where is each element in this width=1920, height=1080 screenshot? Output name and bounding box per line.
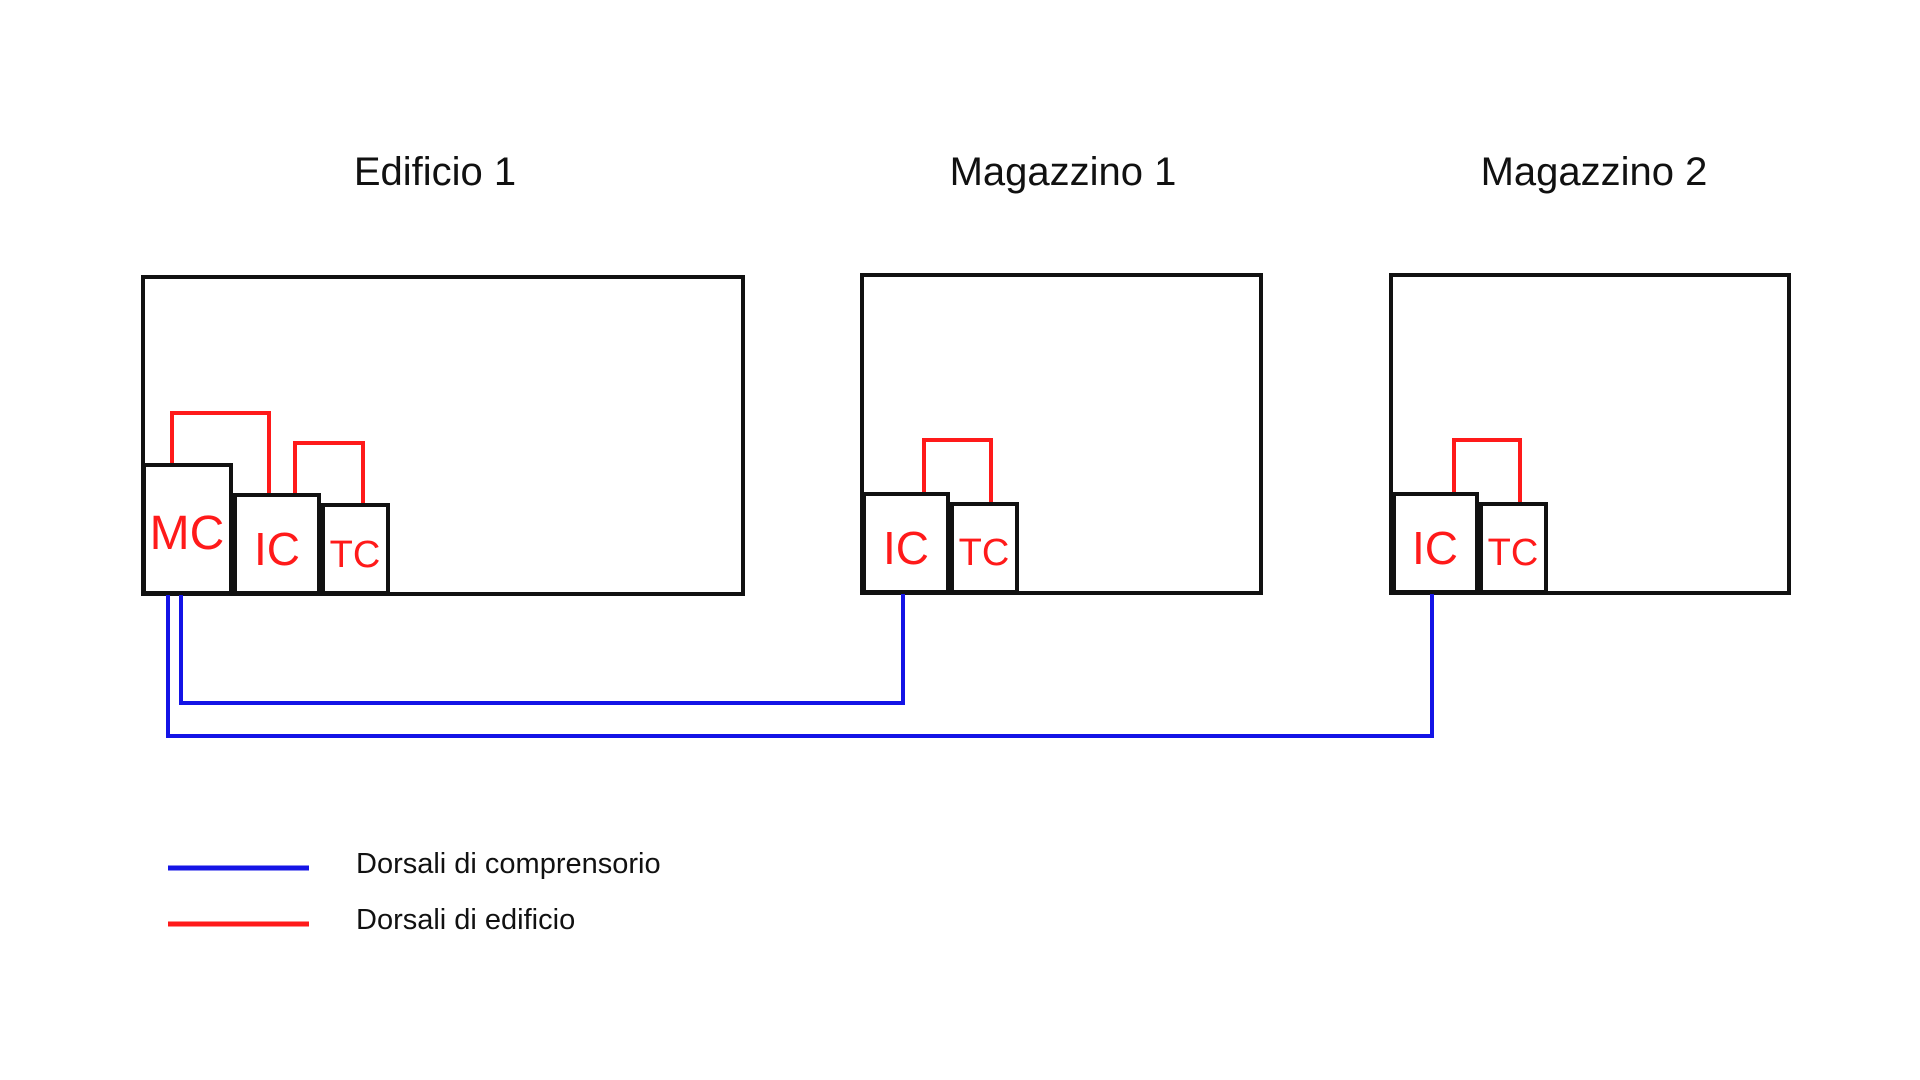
closet-label-ic-magazzino-2: IC xyxy=(1412,522,1458,574)
closet-label-mc: MC xyxy=(150,507,225,560)
closet-box-ic-edificio-1 xyxy=(233,493,321,595)
closet-box-ic-magazzino-1 xyxy=(862,492,950,594)
building-outline-edificio-1 xyxy=(141,275,745,596)
building-title-magazzino-2: Magazzino 2 xyxy=(1481,150,1708,194)
closet-label-tc-magazzino-1: TC xyxy=(959,532,1010,574)
building-backbone-ic-tc-magazzino-2 xyxy=(1452,438,1522,504)
building-backbone-mc-ic xyxy=(170,411,271,495)
building-backbone-ic-tc-edificio-1 xyxy=(293,441,365,505)
closet-label-tc-edificio-1: TC xyxy=(330,534,381,576)
legend-label-building: Dorsali di edificio xyxy=(356,904,575,936)
building-backbones xyxy=(170,411,1522,505)
building-title-edificio-1: Edificio 1 xyxy=(354,150,516,194)
building-outline-magazzino-1 xyxy=(860,273,1263,595)
closet-box-mc xyxy=(142,463,233,595)
building-backbone-ic-tc-magazzino-1 xyxy=(922,438,993,504)
closet-box-tc-edificio-1 xyxy=(321,503,390,595)
campus-backbone-magazzino-1 xyxy=(179,593,905,705)
closet-label-ic-magazzino-1: IC xyxy=(883,522,929,574)
closet-box-tc-magazzino-2 xyxy=(1479,502,1548,594)
closet-label-ic-edificio-1: IC xyxy=(254,523,300,575)
campus-backbones xyxy=(166,588,1434,738)
building-outline-magazzino-2 xyxy=(1389,273,1791,595)
campus-backbone-magazzino-2 xyxy=(166,588,1434,738)
legend-label-campus: Dorsali di comprensorio xyxy=(356,848,661,880)
building-title-magazzino-1: Magazzino 1 xyxy=(950,150,1177,194)
legend: Dorsali di comprensorio Dorsali di edifi… xyxy=(168,848,661,936)
closet-box-tc-magazzino-1 xyxy=(950,502,1019,594)
closet-label-tc-magazzino-2: TC xyxy=(1488,532,1539,574)
closet-box-ic-magazzino-2 xyxy=(1392,492,1479,594)
